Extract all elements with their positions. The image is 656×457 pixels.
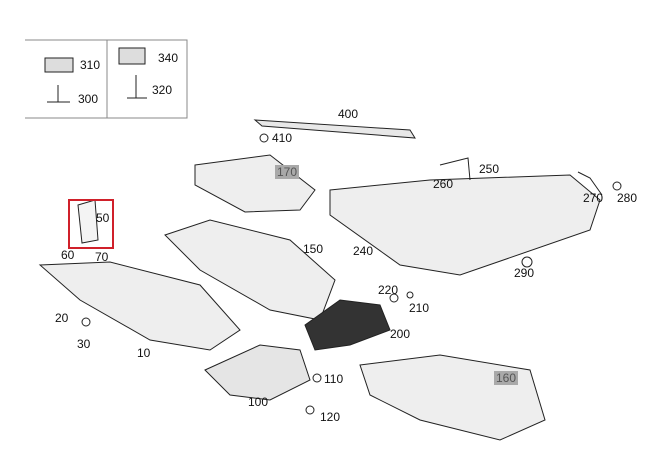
callout-280[interactable]: 280 bbox=[617, 191, 638, 205]
callout-50[interactable]: 50 bbox=[96, 211, 110, 225]
callout-250[interactable]: 250 bbox=[479, 162, 500, 176]
callout-320[interactable]: 320 bbox=[152, 83, 173, 97]
callout-340[interactable]: 340 bbox=[158, 51, 179, 65]
callout-100[interactable]: 100 bbox=[248, 395, 269, 409]
callout-310[interactable]: 310 bbox=[80, 58, 101, 72]
callout-410[interactable]: 410 bbox=[272, 131, 293, 145]
callout-60[interactable]: 60 bbox=[61, 248, 75, 262]
callout-110[interactable]: 110 bbox=[324, 372, 344, 386]
callout-10[interactable]: 10 bbox=[137, 346, 151, 360]
callout-260[interactable]: 260 bbox=[433, 177, 454, 191]
callout-120[interactable]: 120 bbox=[320, 410, 341, 424]
callout-210[interactable]: 210 bbox=[409, 301, 430, 315]
callout-200[interactable]: 200 bbox=[390, 327, 411, 341]
callout-150[interactable]: 150 bbox=[303, 242, 324, 256]
selected-callout-box bbox=[68, 199, 114, 249]
callout-220[interactable]: 220 bbox=[378, 283, 399, 297]
callout-270[interactable]: 270 bbox=[583, 191, 604, 205]
callout-70[interactable]: 70 bbox=[95, 250, 109, 264]
callout-20[interactable]: 20 bbox=[55, 311, 69, 325]
callout-160[interactable]: 160 bbox=[494, 371, 519, 385]
callout-400[interactable]: 400 bbox=[338, 107, 359, 121]
callout-290[interactable]: 290 bbox=[514, 266, 535, 280]
callout-300[interactable]: 300 bbox=[78, 92, 99, 106]
callout-240[interactable]: 240 bbox=[353, 244, 374, 258]
callout-170[interactable]: 170 bbox=[275, 165, 300, 179]
callout-30[interactable]: 30 bbox=[77, 337, 91, 351]
